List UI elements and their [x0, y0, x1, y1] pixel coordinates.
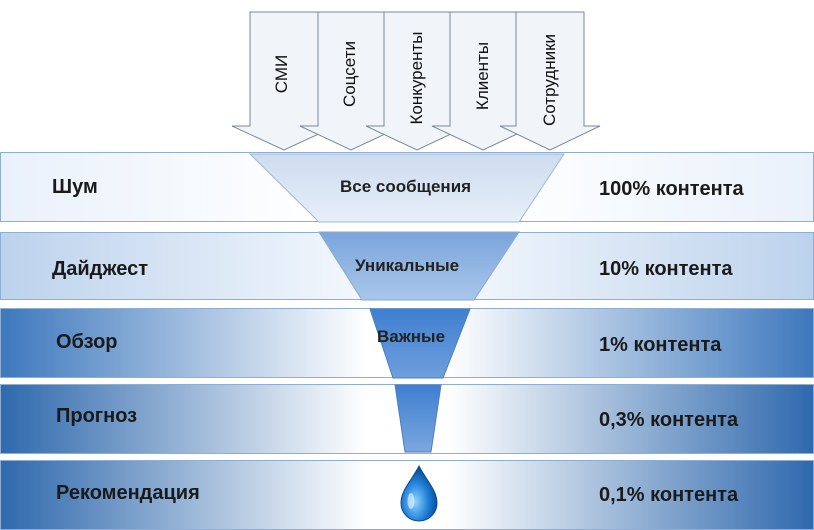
source-label-social: Соцсети	[340, 41, 359, 107]
source-arrow-5	[499, 11, 601, 151]
funnel-segment-2	[318, 231, 520, 301]
level-percent-review: 1% контента	[599, 334, 722, 356]
level-name-noise: Шум	[52, 176, 98, 198]
funnel-label-unique: Уникальные	[355, 256, 460, 275]
funnel-label-important: Важные	[377, 327, 446, 346]
source-arrows	[231, 11, 601, 151]
source-label-employees: Сотрудники	[540, 33, 559, 127]
funnel-label-all: Все сообщения	[340, 177, 472, 196]
level-name-forecast: Прогноз	[56, 405, 138, 427]
source-label-media: СМИ	[272, 54, 291, 94]
funnel-segment-3	[369, 308, 471, 379]
level-percent-forecast: 0,3% контента	[599, 409, 739, 431]
level-name-recommendation: Рекомендация	[56, 482, 200, 504]
funnel-segment-4	[394, 384, 442, 453]
level-percent-digest: 10% контента	[599, 258, 733, 280]
water-drop-icon	[400, 464, 438, 522]
level-name-digest: Дайджест	[52, 258, 149, 280]
level-percent-recommendation: 0,1% контента	[599, 484, 739, 506]
source-label-competitors: Конкуренты	[407, 31, 426, 125]
level-percent-noise: 100% контента	[599, 178, 744, 200]
source-label-clients: Клиенты	[473, 41, 492, 111]
level-name-review: Обзор	[56, 331, 118, 353]
funnel-segment-1	[248, 153, 565, 223]
